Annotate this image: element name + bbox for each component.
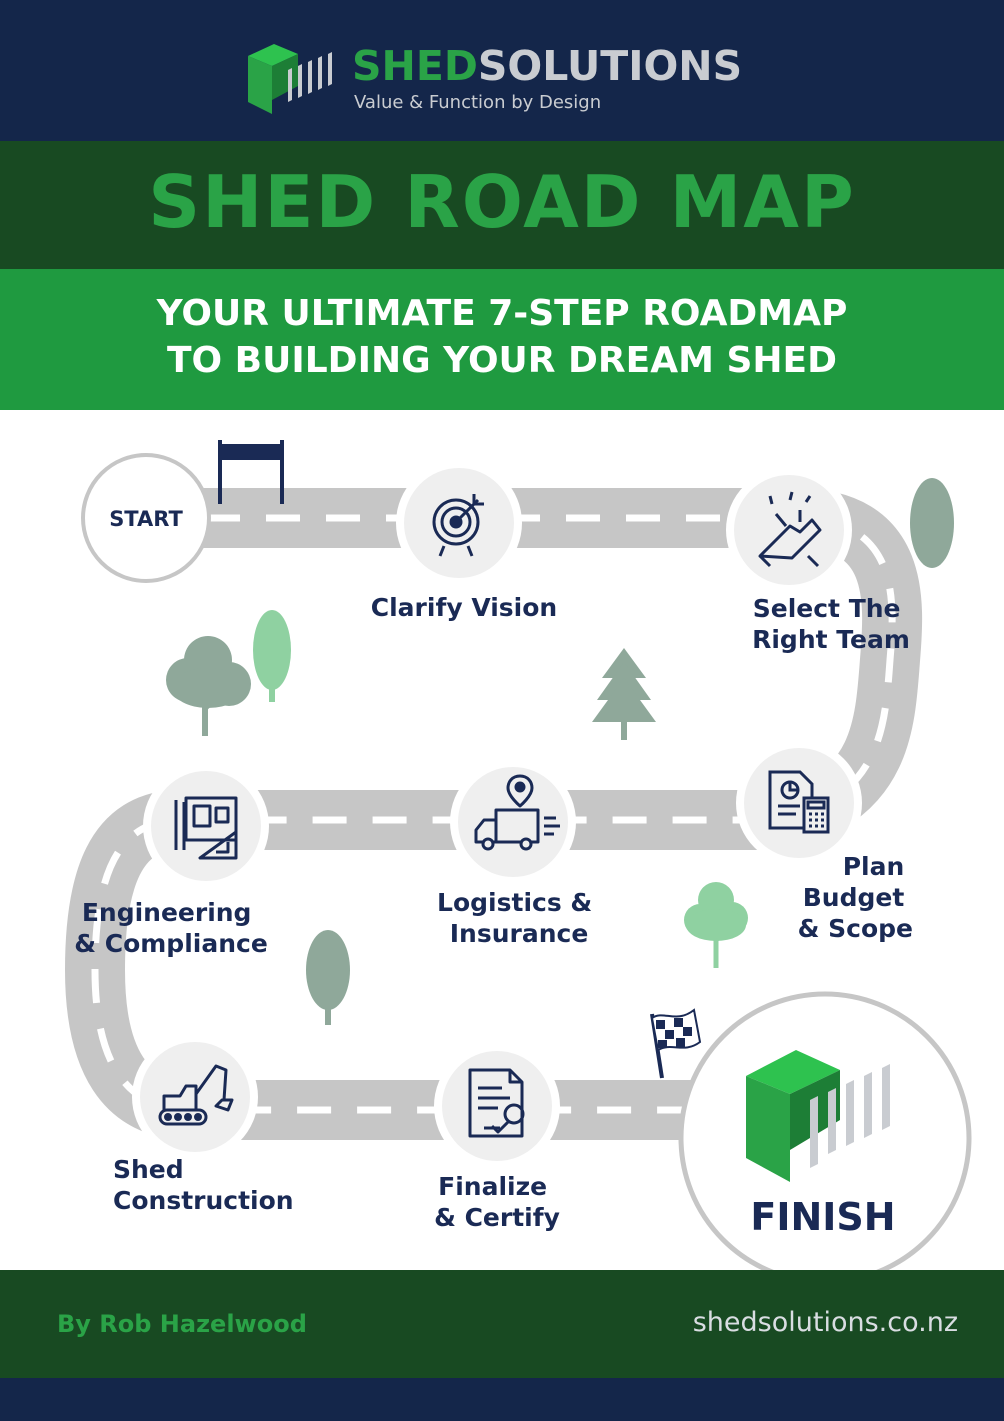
step-label-5-line-1: Engineering bbox=[82, 898, 252, 927]
step-marker-1 bbox=[396, 460, 522, 586]
step-label-2-line-2: Right Team bbox=[752, 625, 910, 654]
step-label-1: Clarify Vision bbox=[371, 593, 557, 622]
step-marker-3 bbox=[736, 740, 862, 866]
step-label-7: Finalize & Certify bbox=[434, 1172, 560, 1232]
step-label-1-line-1: Clarify Vision bbox=[371, 593, 557, 622]
tree-icon bbox=[306, 930, 350, 1025]
certificate-icon bbox=[468, 1068, 525, 1138]
budget-calculator-icon bbox=[768, 770, 830, 834]
step-label-7-line-2: & Certify bbox=[434, 1203, 560, 1232]
step-label-4-line-2: Insurance bbox=[450, 919, 589, 948]
step-label-2: Select The Right Team bbox=[752, 594, 910, 654]
tree-icon bbox=[166, 636, 251, 736]
bottom-band bbox=[0, 1378, 1004, 1421]
checkered-flag-icon bbox=[650, 1008, 702, 1079]
step-marker-5 bbox=[143, 763, 269, 889]
brand-logo: SHEDSOLUTIONS Value & Function by Design bbox=[246, 40, 766, 120]
step-label-4: Logistics & Insurance bbox=[437, 888, 601, 948]
footer-author: By Rob Hazelwood bbox=[57, 1310, 307, 1338]
step-label-6-line-2: Construction bbox=[113, 1186, 294, 1215]
shed-logo-icon bbox=[248, 44, 332, 114]
tree-icon bbox=[910, 478, 954, 568]
step-label-5: Engineering & Compliance bbox=[74, 898, 268, 958]
blueprint-icon bbox=[174, 796, 238, 860]
excavator-icon bbox=[158, 1064, 234, 1126]
pine-tree-icon bbox=[592, 648, 656, 740]
step-label-5-line-2: & Compliance bbox=[74, 929, 268, 958]
step-label-7-line-1: Finalize bbox=[438, 1172, 547, 1201]
page-title: SHED ROAD MAP bbox=[148, 160, 856, 244]
tree-icon bbox=[253, 610, 291, 702]
step-label-6: Shed Construction bbox=[113, 1155, 294, 1215]
target-icon bbox=[432, 494, 484, 557]
step-marker-4 bbox=[450, 759, 576, 885]
road-center-line bbox=[91, 514, 896, 1114]
handshake-icon bbox=[758, 491, 822, 568]
subtitle-line-1: YOUR ULTIMATE 7-STEP ROADMAP bbox=[156, 293, 848, 334]
subtitle-band bbox=[0, 269, 1004, 410]
step-label-2-line-1: Select The bbox=[753, 594, 901, 623]
step-label-3: Plan Budget & Scope bbox=[798, 852, 913, 943]
tree-icon bbox=[684, 882, 748, 968]
brand-name: SHEDSOLUTIONS bbox=[352, 46, 742, 87]
step-label-6-line-1: Shed bbox=[113, 1155, 184, 1184]
footer-website-link[interactable]: shedsolutions.co.nz bbox=[692, 1307, 958, 1338]
start-label: START bbox=[109, 507, 183, 531]
step-label-4-line-1: Logistics & bbox=[437, 888, 592, 917]
footer-band bbox=[0, 1270, 1004, 1378]
finish-shed-logo-icon bbox=[746, 1050, 890, 1182]
step-marker-6 bbox=[132, 1034, 258, 1160]
step-label-3-line-1: Plan bbox=[843, 852, 905, 881]
brand-tagline: Value & Function by Design bbox=[354, 92, 602, 113]
brand-name-part2: SOLUTIONS bbox=[477, 42, 743, 90]
step-marker-2 bbox=[726, 467, 852, 593]
road-map: START bbox=[65, 440, 972, 1270]
step-label-3-line-2: Budget bbox=[803, 883, 905, 912]
finish-marker: FINISH bbox=[678, 991, 972, 1270]
brand-name-part1: SHED bbox=[352, 42, 478, 90]
step-marker-7 bbox=[434, 1043, 560, 1169]
delivery-truck-icon bbox=[474, 774, 560, 851]
header-band bbox=[0, 0, 1004, 141]
title-band bbox=[0, 141, 1004, 269]
start-banner-icon bbox=[218, 440, 284, 504]
subtitle-line-2: TO BUILDING YOUR DREAM SHED bbox=[166, 340, 837, 381]
start-marker: START bbox=[81, 453, 211, 583]
step-label-3-line-3: & Scope bbox=[798, 914, 913, 943]
page-subtitle: YOUR ULTIMATE 7-STEP ROADMAP TO BUILDING… bbox=[0, 290, 1004, 384]
finish-label: FINISH bbox=[750, 1195, 895, 1239]
